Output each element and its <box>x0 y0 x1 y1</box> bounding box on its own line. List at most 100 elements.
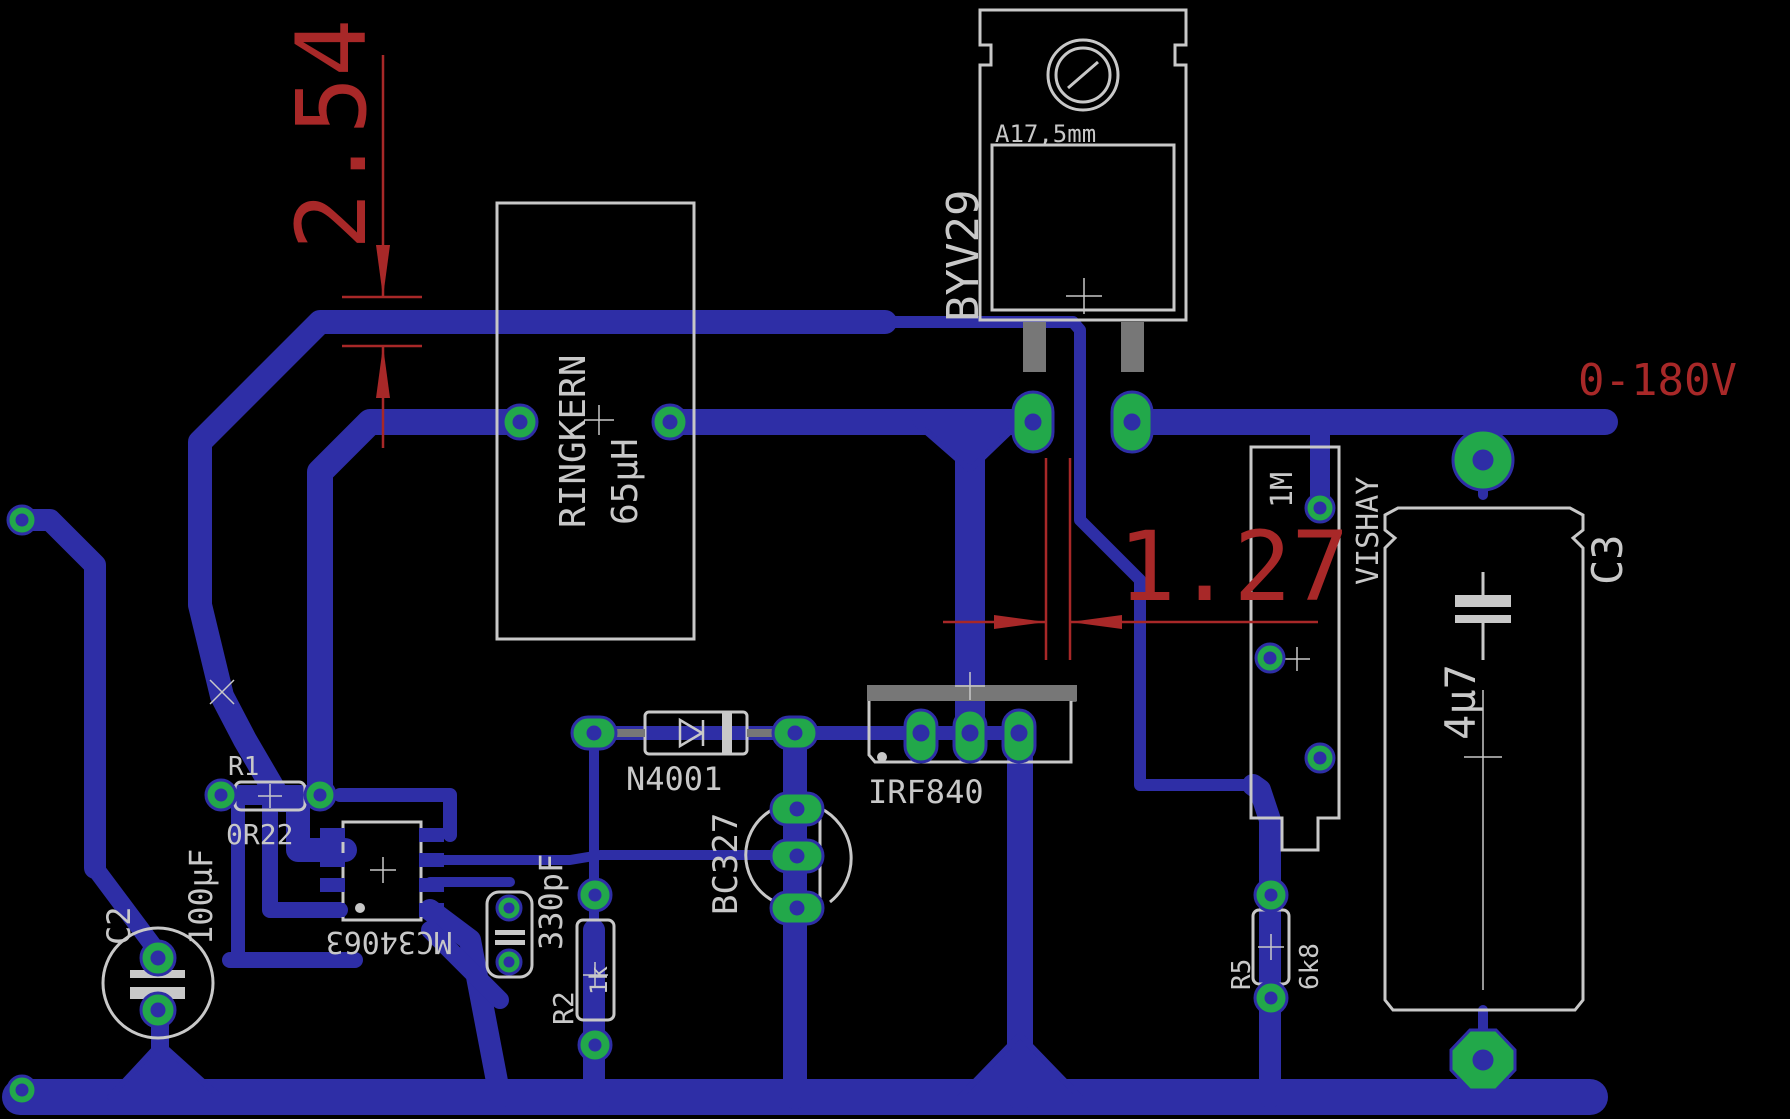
ic-body <box>341 820 423 922</box>
ic-pad-1 <box>320 828 345 842</box>
top-outer-trace <box>188 310 897 862</box>
toroid-outline <box>495 201 696 641</box>
diode-symbol <box>678 717 705 749</box>
c330-plate-top <box>495 930 525 935</box>
byv-feed-trace <box>879 316 1259 791</box>
pad-diode-cathode <box>771 715 819 751</box>
byv29-leg-2 <box>1121 322 1144 372</box>
c2-outline <box>101 926 215 1040</box>
pad-c330-1 <box>495 894 523 922</box>
r1-name-label: R1 <box>228 752 259 782</box>
through-hole-pads <box>6 390 1517 1106</box>
toroid-row-trace <box>307 409 533 803</box>
ic-pin1-marker <box>355 903 365 913</box>
pad-input <box>6 504 38 536</box>
r1-value-label: 0R22 <box>226 818 293 851</box>
output-voltage-label: 0-180V <box>1578 355 1737 406</box>
byv29-leg-1 <box>1023 322 1046 372</box>
vishay-lower-trace <box>1242 774 1281 1108</box>
pad-toroid-1 <box>501 403 539 441</box>
vishay-value-label: 1M <box>1265 472 1300 508</box>
via-x-2 <box>209 679 235 705</box>
mounting-hole <box>1046 38 1120 112</box>
ic-pad-6 <box>419 853 444 867</box>
pad-r2-1 <box>577 877 613 913</box>
ic-pad-2 <box>320 853 345 867</box>
pad-bc327-1 <box>769 791 825 827</box>
mounting-hole-inner <box>1054 46 1112 104</box>
dimension-lines <box>342 55 1318 660</box>
ic-right-trace <box>425 850 805 865</box>
r2-name-label: R2 <box>547 991 580 1025</box>
c3-value-label: 4µ7 <box>1436 664 1485 740</box>
mounting-hole-slash <box>1067 60 1099 90</box>
bc327-flat <box>819 806 853 904</box>
pad-c3-minus <box>1449 1028 1517 1092</box>
ic-pad-3 <box>320 878 345 892</box>
c2-value-label: 100µF <box>182 849 220 945</box>
dim-v-arrow-top <box>376 245 390 297</box>
pad-bc327-2 <box>769 838 825 874</box>
ic-top-trace <box>333 788 457 842</box>
vishay-vendor-label: VISHAY <box>1351 477 1386 585</box>
byv29-body <box>990 143 1176 312</box>
ic-name-label: MC34063 <box>326 924 452 959</box>
pad-bc327-3 <box>769 890 825 926</box>
ic-pad-4 <box>320 903 345 917</box>
pad-irf840-gate <box>903 708 939 764</box>
pad-c2-1 <box>139 939 177 977</box>
pad-vishay-2 <box>1254 642 1286 674</box>
pad-r2-2 <box>577 1027 613 1063</box>
pad-vishay-3 <box>1304 742 1336 774</box>
pad-ground-left <box>6 1074 38 1106</box>
c2-minus-trace <box>86 859 169 964</box>
transistor-name-label: BC327 <box>706 813 746 915</box>
pad-irf840-drain <box>952 708 988 764</box>
pad-c2-2 <box>139 991 177 1029</box>
irf840-tab <box>867 685 1077 701</box>
c3-outline <box>1383 506 1585 1012</box>
diode-band <box>722 712 732 754</box>
dim-h-arrow-right <box>1070 615 1122 629</box>
ic-pad-8 <box>419 903 444 917</box>
r2-value-label: 1k <box>585 966 613 995</box>
heatsink-label: A17,5mm <box>995 120 1096 148</box>
dim-h-arrow-left <box>994 615 1046 629</box>
drain-funnel <box>912 419 1023 473</box>
c330-value-label: 330pF <box>532 854 570 950</box>
c3-minus-plate <box>1455 615 1511 623</box>
irf840-pin1-marker <box>877 752 887 762</box>
c3-plus-plate <box>1455 595 1511 607</box>
mosfet-name-label: IRF840 <box>868 773 984 811</box>
pad-r5-2 <box>1253 980 1289 1016</box>
c330-body <box>485 890 534 979</box>
dimension-horizontal-label: 1.27 <box>1118 511 1349 623</box>
pad-c3-plus <box>1451 428 1515 492</box>
pad-byv29-1 <box>1011 390 1055 454</box>
pad-irf840-source <box>1001 708 1037 764</box>
pad-toroid-2 <box>651 403 689 441</box>
pad-vishay-1 <box>1304 492 1336 524</box>
ic-pad-7 <box>419 878 444 892</box>
smd-pads <box>320 828 444 917</box>
pad-c330-2 <box>495 948 523 976</box>
pad-r5-1 <box>1253 877 1289 913</box>
ic-right-bottom-trace <box>419 899 511 1108</box>
c2-name-label: C2 <box>100 906 138 945</box>
labels: A17,5mm BYV29 RINGKERN 65µH C3 4µ7 1M VI… <box>100 19 1737 1025</box>
toroid-name-label: RINGKERN <box>553 355 594 528</box>
source-funnel <box>957 1032 1083 1100</box>
copper-traces <box>2 310 1618 1115</box>
c3-name-label: C3 <box>1583 534 1632 585</box>
pad-diode-anode <box>570 715 618 751</box>
toroid-value-label: 65µH <box>605 438 646 525</box>
heatsink-outline <box>978 8 1188 322</box>
c330-plate-bottom <box>495 940 525 945</box>
dim-v-arrow-bottom <box>376 346 390 398</box>
ic-right-bottom-trace-2 <box>421 921 509 1009</box>
left-diagonal-trace <box>197 602 225 698</box>
pad-r1-1 <box>204 778 238 812</box>
r1-ic-trace <box>262 787 348 918</box>
